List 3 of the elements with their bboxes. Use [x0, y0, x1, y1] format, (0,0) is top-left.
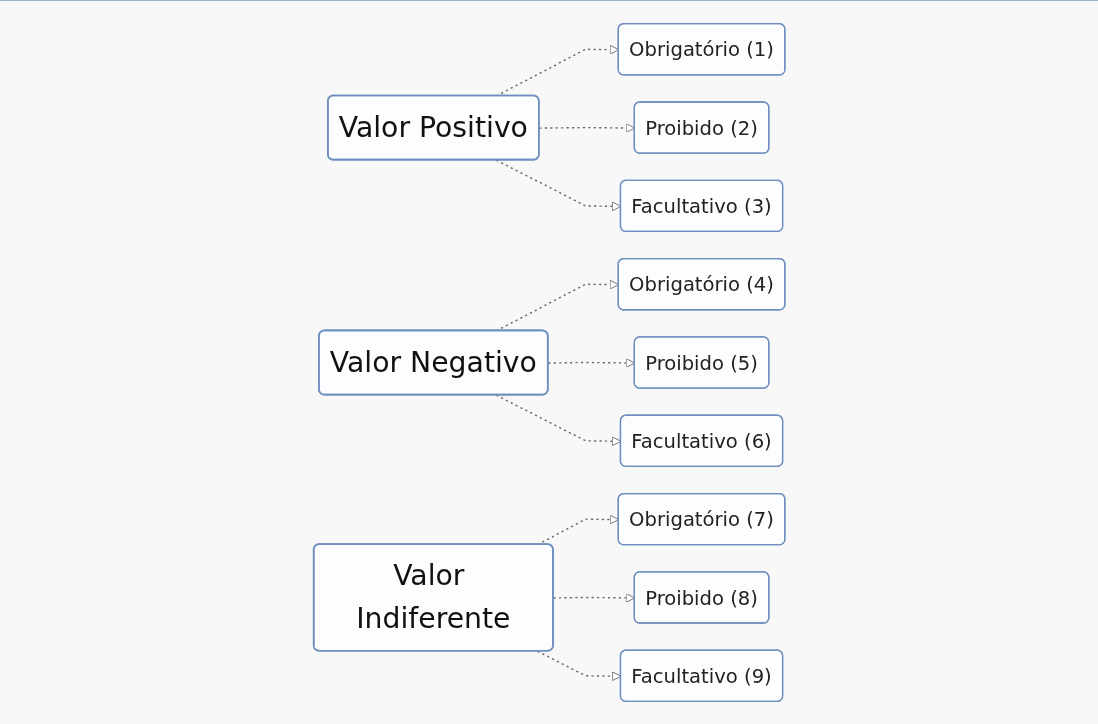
arrow — [552, 593, 635, 603]
arrow — [538, 123, 635, 133]
arrow — [547, 358, 635, 368]
